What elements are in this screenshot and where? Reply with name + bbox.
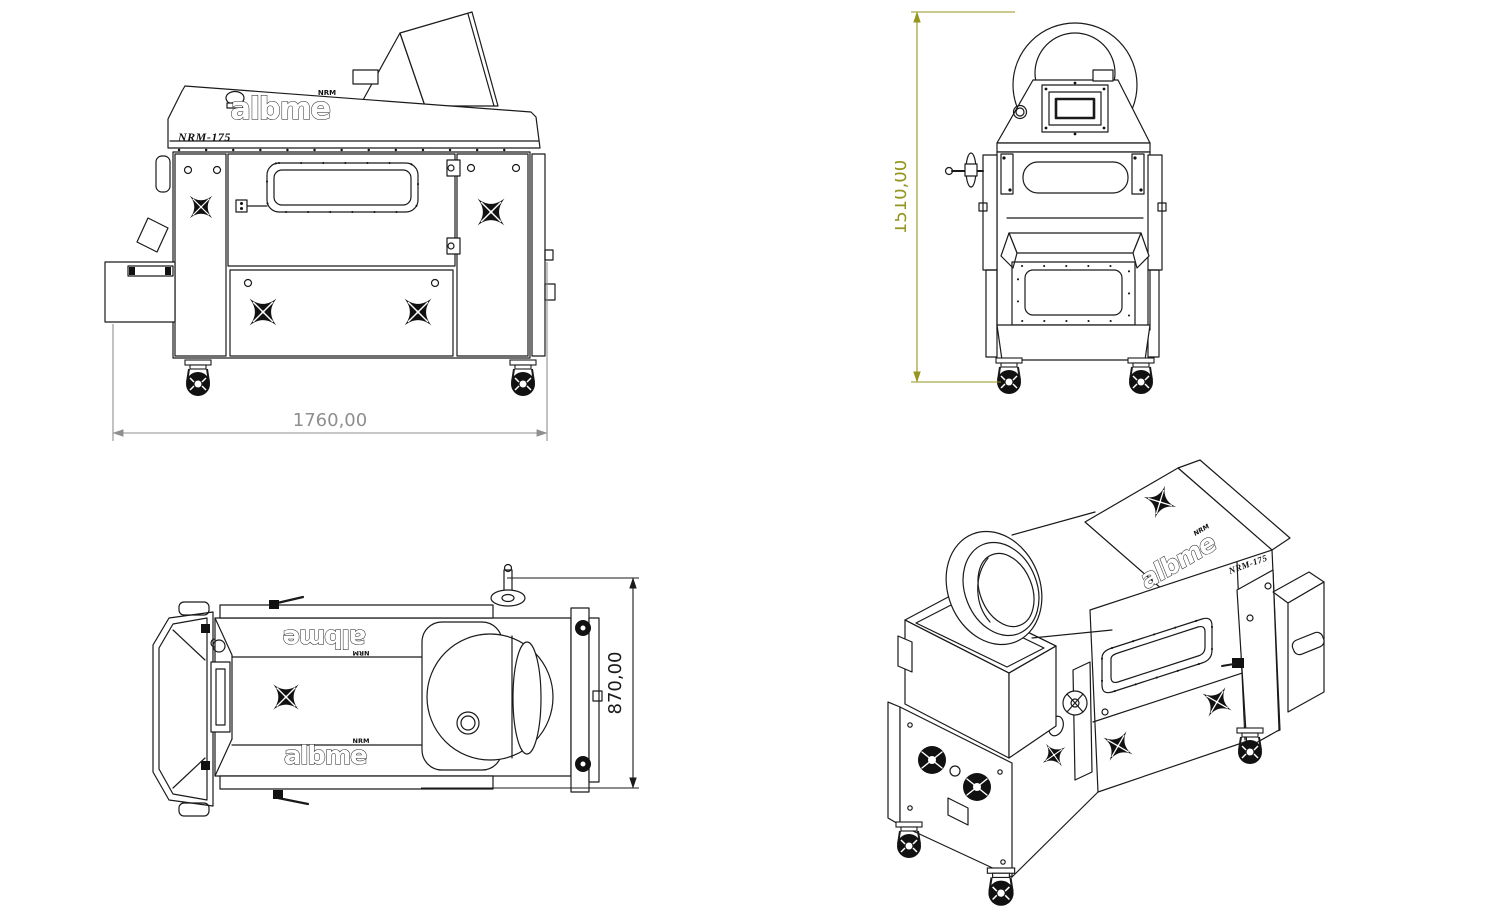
- control-screen: [1054, 97, 1096, 120]
- depth-dimension-label: 870,00: [605, 652, 626, 715]
- caster-wheel-icon: [1127, 357, 1155, 395]
- side-chute: [136, 217, 169, 253]
- infeed-hopper: [352, 11, 499, 107]
- svg-text:NRM: NRM: [353, 737, 370, 745]
- top-view-drawing: albme NRM albme NRM 870,00: [152, 563, 639, 817]
- rear-door: [1221, 569, 1280, 749]
- depth-dimension: [421, 577, 639, 789]
- height-dimension: [911, 11, 1015, 383]
- caster-wheel-icon: [986, 866, 1016, 907]
- power-button: [1012, 104, 1028, 120]
- inspection-window: [1101, 617, 1213, 694]
- window-latch: [235, 199, 248, 213]
- side-view-drawing: albme NRM NRM-175: [104, 11, 556, 441]
- svg-text:albme: albme: [283, 623, 366, 653]
- discharge-chute: [1000, 217, 1150, 269]
- center-post: [1048, 661, 1093, 781]
- door-hinge: [1000, 153, 1145, 195]
- caster-wheel-icon: [1236, 727, 1264, 765]
- brand-logo: albme NRM: [282, 623, 370, 658]
- tray-handle: [178, 802, 210, 817]
- crank-handwheel: [490, 563, 526, 607]
- discharge-box: [104, 261, 176, 323]
- width-dimension-label: 1760,00: [293, 410, 367, 431]
- width-dimension: [112, 262, 548, 441]
- rear-frame: [570, 607, 603, 793]
- x-vent-icon: [1042, 743, 1066, 767]
- inspection-window: [235, 162, 419, 213]
- caster-wheel-icon: [184, 359, 212, 397]
- height-dimension-label: 1510,00: [895, 160, 911, 234]
- svg-text:NRM: NRM: [353, 649, 370, 657]
- caster-wheel-icon: [895, 821, 923, 859]
- model-label: NRM-175: [177, 130, 231, 144]
- front-cabinet: [887, 701, 1013, 878]
- machine-base: [996, 324, 1151, 361]
- drum-opening: [421, 621, 554, 771]
- power-switch: [947, 797, 969, 826]
- brand-logo-mark: NRM: [318, 89, 336, 97]
- roasting-drum: [945, 511, 1113, 646]
- caster-wheel-icon: [509, 359, 537, 397]
- discharge-tray: [152, 601, 220, 817]
- caster-wheel-icon: [995, 357, 1023, 395]
- isometric-view-drawing: albme NRM NRM-175: [887, 459, 1325, 907]
- brand-logo: albme: [230, 91, 330, 127]
- side-handle: [155, 155, 171, 193]
- svg-text:albme: albme: [284, 741, 367, 771]
- indicator-light: [949, 765, 961, 777]
- door-hinge: [446, 159, 461, 255]
- lid-clamp: [269, 595, 310, 806]
- inspection-window: [1022, 161, 1129, 194]
- control-panel: [1041, 81, 1109, 136]
- infeed-hopper: [897, 594, 1057, 759]
- side-panel: [1011, 549, 1281, 878]
- brand-logo: albme NRM: [283, 737, 370, 772]
- front-view-drawing: 1510,00: [895, 11, 1167, 395]
- crank-handwheel: [944, 152, 984, 188]
- tray-handle: [178, 601, 210, 616]
- top-cover: [167, 85, 541, 149]
- lower-panel: [1011, 261, 1136, 326]
- discharge-tray: [1272, 571, 1325, 713]
